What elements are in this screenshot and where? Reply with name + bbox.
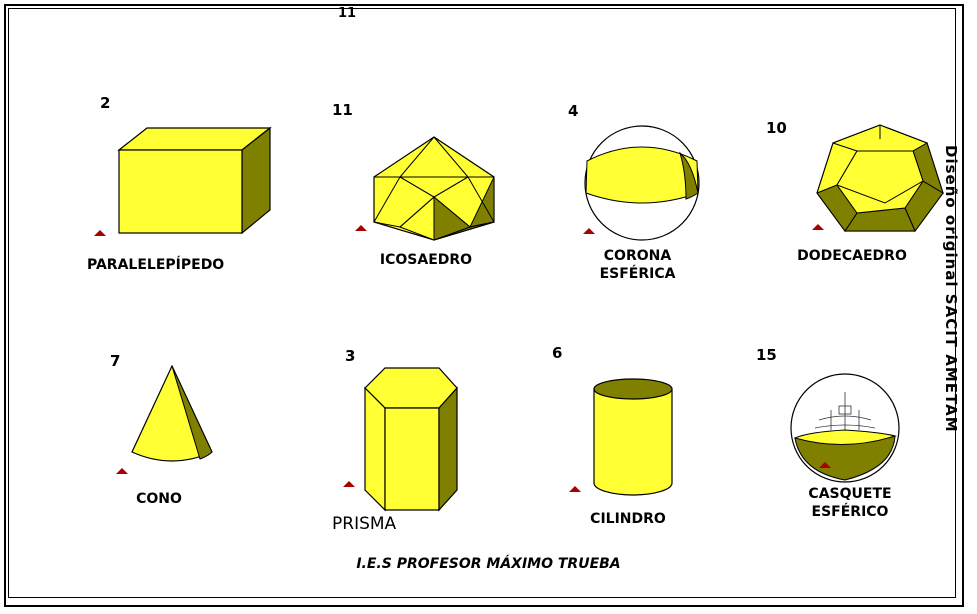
marker-icon[interactable] — [583, 228, 595, 234]
marker-icon[interactable] — [355, 225, 367, 231]
spherical-cap-shape[interactable] — [789, 372, 903, 484]
parallelepiped-shape[interactable] — [115, 125, 275, 235]
marker-icon[interactable] — [819, 462, 831, 468]
label-icosahedron: ICOSAEDRO — [379, 252, 473, 268]
castle-illustration-icon — [814, 392, 876, 430]
shape-number-parallelepiped: 2 — [100, 94, 111, 112]
marker-icon[interactable] — [343, 481, 355, 487]
label-spherical-cap-line2: ESFÉRICO — [811, 504, 889, 520]
vertical-credit-text: Diseño original SACIT AMETAM — [942, 145, 960, 433]
shape-number-prism: 3 — [345, 347, 356, 365]
label-prism: PRISMA — [332, 514, 397, 534]
label-spherical-zone-line2: ESFÉRICA — [599, 266, 676, 282]
cylinder-shape[interactable] — [592, 377, 674, 499]
label-spherical-zone-line1: CORONA — [603, 248, 672, 264]
prism-shape[interactable] — [363, 366, 459, 512]
label-parallelepiped: PARALELEPÍPEDO — [87, 257, 225, 273]
shape-number-dodecahedron: 10 — [766, 119, 787, 137]
label-cone: CONO — [136, 491, 182, 507]
cone-shape[interactable] — [128, 364, 218, 470]
label-spherical-cap-line1: CASQUETE — [808, 486, 892, 502]
vertical-credit: Diseño original SACIT AMETAM — [938, 145, 968, 505]
icosahedron-shape[interactable] — [370, 136, 500, 242]
inner-frame — [8, 8, 956, 598]
shape-number-spherical-cap: 15 — [756, 346, 777, 364]
shape-number-icosahedron: 11 — [332, 101, 353, 119]
footer-credit: I.E.S PROFESOR MÁXIMO TRUEBA — [356, 556, 621, 572]
top-partial-mark: 11 — [338, 6, 357, 21]
marker-icon[interactable] — [812, 224, 824, 230]
shape-number-spherical-zone: 4 — [568, 102, 579, 120]
marker-icon[interactable] — [569, 486, 581, 492]
shape-number-cylinder: 6 — [552, 344, 563, 362]
marker-icon[interactable] — [116, 468, 128, 474]
shape-number-cone: 7 — [110, 352, 121, 370]
marker-icon[interactable] — [94, 230, 106, 236]
dodecahedron-shape[interactable] — [815, 123, 945, 238]
outer-frame — [4, 4, 964, 607]
label-dodecahedron: DODECAEDRO — [797, 248, 907, 264]
label-cylinder: CILINDRO — [590, 511, 666, 527]
spherical-zone-shape[interactable] — [582, 123, 702, 243]
